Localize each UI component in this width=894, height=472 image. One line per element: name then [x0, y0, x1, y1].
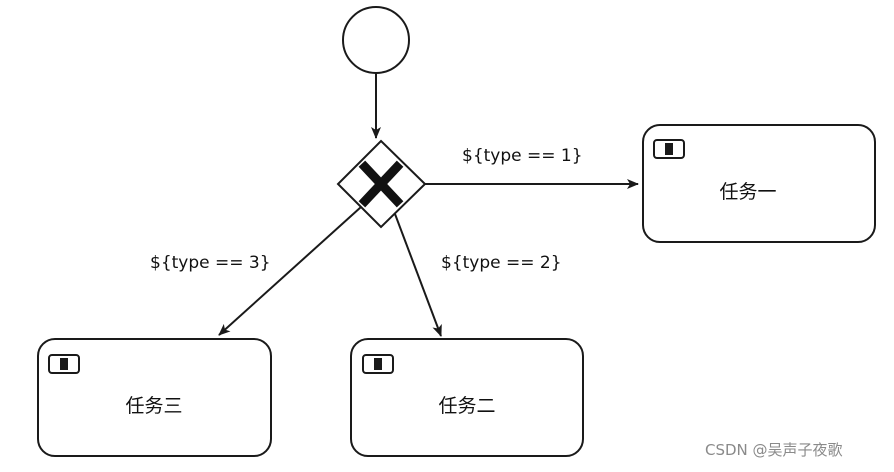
user-task-1[interactable]: 任务一 [642, 124, 876, 243]
condition-label-task3: ${type == 3} [150, 253, 271, 273]
exclusive-gateway[interactable] [336, 139, 427, 229]
sequence-flow-to-task2[interactable] [394, 213, 442, 337]
task2-label: 任务二 [438, 395, 495, 417]
user-task-icon [653, 139, 685, 159]
condition-label-task1: ${type == 1} [462, 146, 583, 166]
user-task-2[interactable]: 任务二 [350, 338, 584, 457]
user-task-3[interactable]: 任务三 [37, 338, 272, 457]
task1-label: 任务一 [719, 181, 776, 203]
condition-label-task2: ${type == 2} [441, 253, 562, 273]
start-event[interactable] [342, 6, 410, 74]
x-mark-icon [358, 160, 404, 208]
user-task-icon [48, 354, 80, 374]
task3-label: 任务三 [125, 395, 182, 417]
sequence-flow-to-task3[interactable] [218, 206, 362, 336]
user-task-icon [362, 354, 394, 374]
watermark-text: CSDN @吴声子夜歌 [705, 441, 843, 459]
